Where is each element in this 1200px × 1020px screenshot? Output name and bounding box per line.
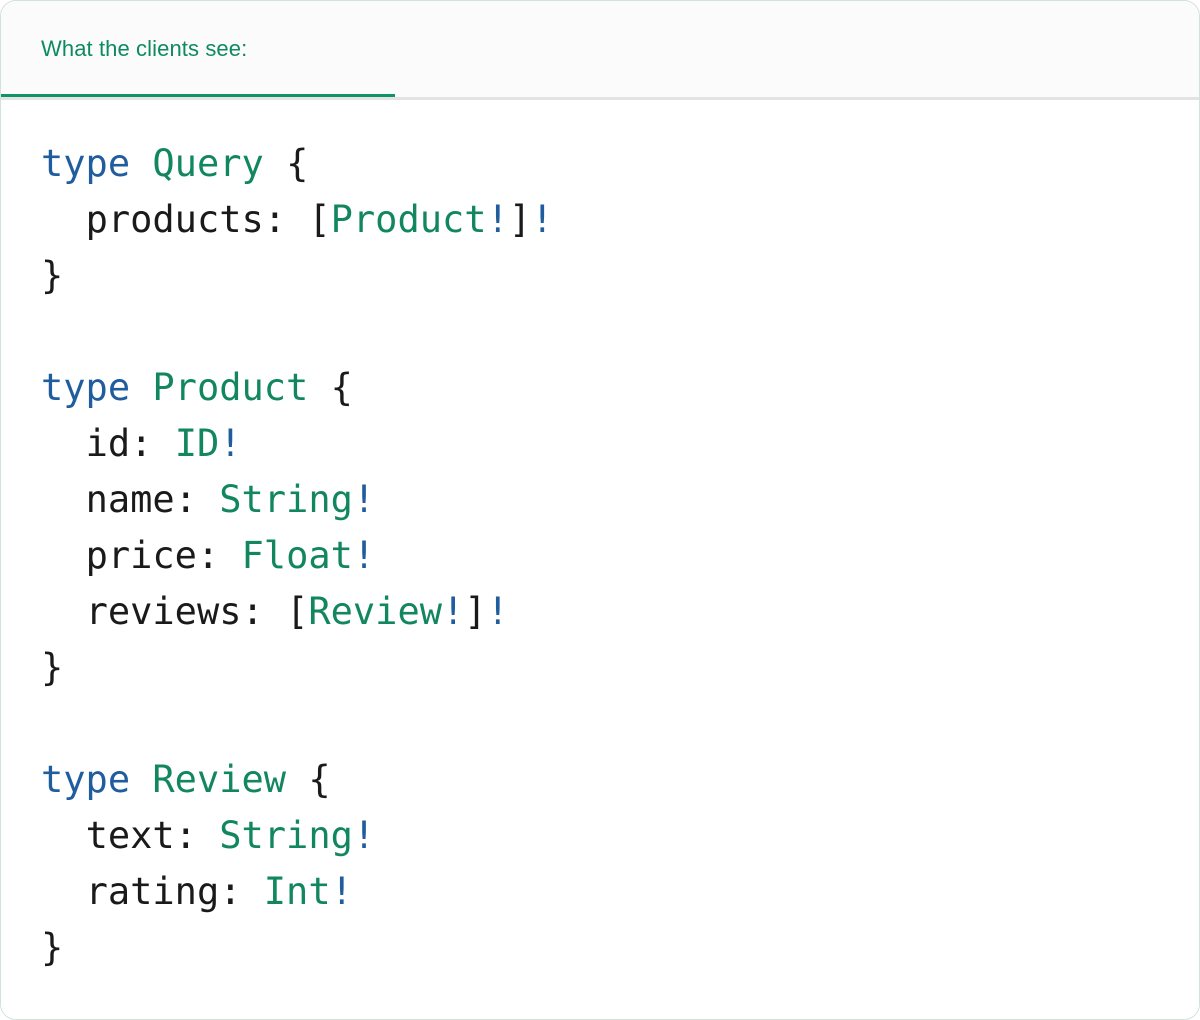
indent — [41, 422, 86, 465]
colon: : — [196, 534, 220, 577]
field-type-string: String — [219, 478, 353, 521]
bang-item: ! — [486, 198, 509, 241]
code-block-product: type Product { id: ID! name: String! pri… — [41, 366, 509, 689]
bracket-close: ] — [464, 590, 487, 633]
field-type-float: Float — [241, 534, 353, 577]
bang: ! — [352, 534, 376, 577]
type-name-review: Review — [152, 758, 287, 801]
keyword-type: type — [41, 366, 131, 409]
bang: ! — [219, 422, 242, 465]
open-brace: { — [330, 366, 353, 409]
bang-list: ! — [486, 590, 509, 633]
indent — [41, 534, 86, 577]
field-name-name: name — [85, 478, 175, 521]
bang: ! — [352, 478, 376, 521]
close-brace: } — [41, 254, 64, 297]
colon: : — [219, 870, 242, 913]
bang: ! — [352, 814, 376, 857]
bracket-open: [ — [286, 590, 309, 633]
colon: : — [130, 422, 153, 465]
bang-item: ! — [442, 590, 465, 633]
indent — [41, 478, 86, 521]
keyword-type: type — [41, 758, 131, 801]
indent — [41, 814, 86, 857]
blank-line — [41, 304, 1159, 360]
bang-list: ! — [531, 198, 554, 241]
indent — [41, 590, 86, 633]
code-area: type Query { products: [Product!]! } typ… — [1, 100, 1199, 1018]
bracket-close: ] — [508, 198, 532, 241]
colon: : — [174, 478, 197, 521]
open-brace: { — [308, 758, 331, 801]
field-type-review: Review — [308, 590, 442, 633]
field-name-price: price — [85, 534, 197, 577]
colon: : — [263, 198, 287, 241]
bang: ! — [330, 870, 353, 913]
close-brace: } — [41, 926, 64, 969]
type-name-query: Query — [152, 142, 264, 185]
type-name-product: Product — [152, 366, 309, 409]
indent — [41, 198, 86, 241]
indent — [41, 870, 86, 913]
field-name-products: products — [85, 198, 264, 241]
tab-bar: What the clients see: — [1, 1, 1199, 100]
code-block-review: type Review { text: String! rating: Int!… — [41, 758, 375, 969]
bracket-open: [ — [308, 198, 331, 241]
field-type-string: String — [219, 814, 353, 857]
field-type-int: Int — [263, 870, 331, 913]
colon: : — [241, 590, 264, 633]
colon: : — [174, 814, 197, 857]
close-brace: } — [41, 646, 64, 689]
active-tab-underline — [1, 94, 395, 97]
code-block-query: type Query { products: [Product!]! } — [41, 142, 553, 297]
field-name-id: id — [85, 422, 131, 465]
field-name-reviews: reviews — [85, 590, 242, 633]
field-type-product: Product — [330, 198, 487, 241]
field-name-text: text — [85, 814, 175, 857]
keyword-type: type — [41, 142, 131, 185]
tab-what-the-clients-see[interactable]: What the clients see: — [1, 1, 395, 97]
graphql-schema-code: type Query { products: [Product!]! } typ… — [41, 136, 1159, 976]
blank-line — [41, 696, 1159, 752]
field-type-id: ID — [174, 422, 220, 465]
field-name-rating: rating — [85, 870, 220, 913]
open-brace: { — [286, 142, 309, 185]
